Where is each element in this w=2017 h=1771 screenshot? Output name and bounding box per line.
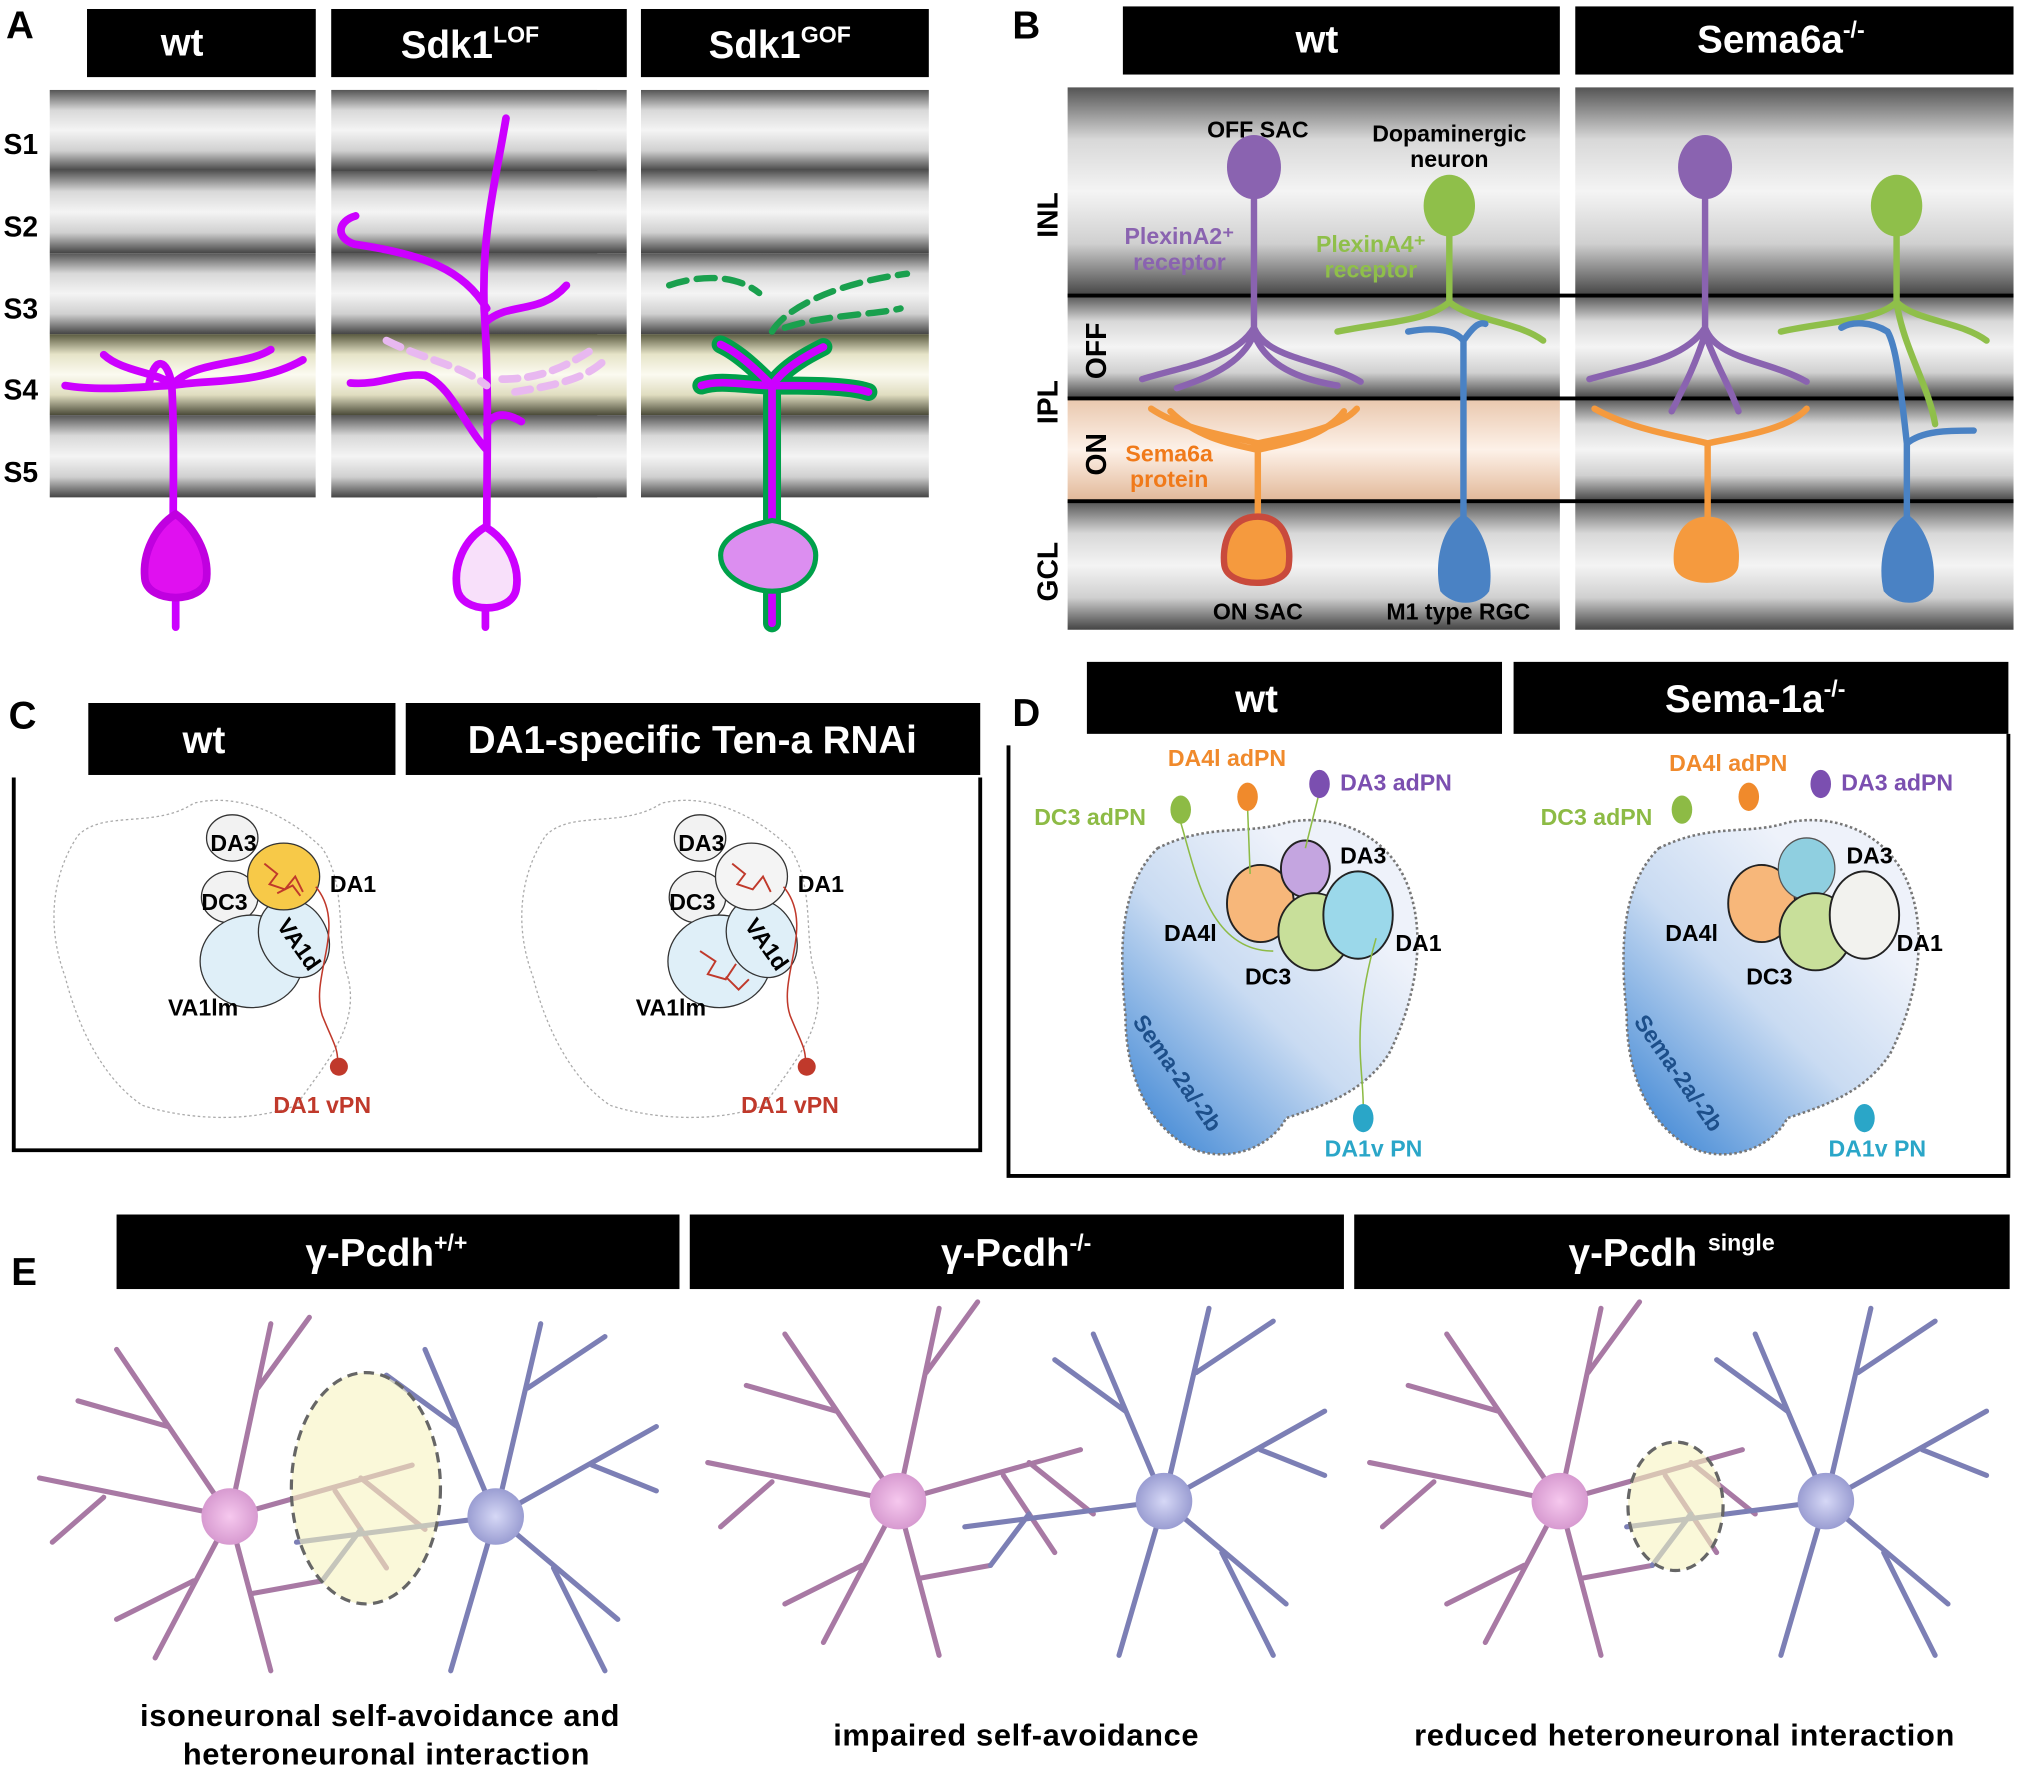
overlap-region <box>289 1370 443 1606</box>
label-da1: DA1 <box>1897 930 1943 956</box>
layer-inl: INL <box>1031 192 1063 238</box>
label-va1lm: VA1lm <box>168 994 238 1020</box>
layer-off: OFF <box>1080 323 1112 380</box>
panel-e: E γ-Pcdh+/+ γ-Pcdh-/- γ-Pcdh single ison… <box>11 1214 2010 1771</box>
label-da3: DA3 <box>210 830 256 856</box>
label-dc3: DC3 <box>1746 963 1792 989</box>
caption-single: reduced heteroneuronal interaction <box>1414 1717 1955 1752</box>
neuron-sdk1-lof <box>337 114 609 632</box>
label-dc3: DC3 <box>201 889 247 915</box>
layer-gcl: GCL <box>1031 542 1063 602</box>
label-dc3-adpn: DC3 adPN <box>1034 804 1146 830</box>
header-sema1a-ko: Sema-1a-/- <box>1665 676 1845 721</box>
header-pcdh-ko: γ-Pcdh-/- <box>941 1229 1091 1274</box>
label-dc3: DC3 <box>669 889 715 915</box>
label-plexina2-receptor: receptor <box>1133 249 1226 275</box>
label-dopaminergic: Dopaminergic <box>1372 120 1526 146</box>
panel-a-bands <box>49 83 929 502</box>
header-wt: wt <box>182 719 226 762</box>
label-off-sac: OFF SAC <box>1207 117 1309 143</box>
glomerulus-da1-wt <box>247 842 321 911</box>
layer-s5: S5 <box>3 456 38 488</box>
label-da4l: DA4l <box>1164 920 1217 946</box>
label-on-sac: ON SAC <box>1213 598 1303 624</box>
header-pcdh-single: γ-Pcdh single <box>1569 1229 1775 1274</box>
label-da1: DA1 <box>798 871 844 897</box>
antennal-lobe-rnai: DA3 DA1 DC3 VA1d VA1lm DA1 vPN <box>521 799 844 1119</box>
panel-label-d: D <box>1012 692 1040 735</box>
panel-label-b: B <box>1012 5 1040 48</box>
label-da1v-pn: DA1v PN <box>1828 1136 1926 1162</box>
panel-label-a: A <box>6 5 34 48</box>
label-neuron: neuron <box>1410 146 1488 172</box>
layer-s1: S1 <box>3 128 38 160</box>
layer-ipl: IPL <box>1031 380 1063 424</box>
label-plexina4: PlexinA4⁺ <box>1316 231 1426 257</box>
panel-b-layer-labels: INL OFF IPL ON GCL <box>1031 192 1112 601</box>
label-da3-adpn: DA3 adPN <box>1841 769 1953 795</box>
panel-a: A wt Sdk1LOF Sdk1GOF S1 <box>3 5 929 633</box>
label-da4l-adpn: DA4l adPN <box>1168 745 1286 771</box>
neuron-sdk1-gof <box>665 270 911 633</box>
caption-wt-line2: heteroneuronal interaction <box>183 1737 590 1771</box>
label-da3: DA3 <box>1846 843 1892 869</box>
label-da1v-pn: DA1v PN <box>1325 1136 1423 1162</box>
label-dc3-adpn: DC3 adPN <box>1541 804 1653 830</box>
layer-s4: S4 <box>3 374 38 406</box>
panel-b-neurons <box>1138 134 1990 603</box>
panel-label-c: C <box>9 695 37 738</box>
layer-s3: S3 <box>3 293 38 325</box>
label-da4l: DA4l <box>1665 920 1718 946</box>
label-da3: DA3 <box>678 830 724 856</box>
label-da3: DA3 <box>1340 843 1386 869</box>
panel-d: D wt Sema-1a-/- <box>1006 661 2011 1178</box>
label-da1-vpn: DA1 vPN <box>273 1092 371 1118</box>
panel-a-layer-labels: S1 S2 S3 S4 S5 <box>3 128 38 488</box>
layer-s2: S2 <box>3 210 38 242</box>
panel-b-bands <box>1067 87 2014 630</box>
soma-da1-vpn <box>329 1057 348 1076</box>
label-sema6a-protein: protein <box>1130 466 1208 492</box>
header-ten-a-rnai: DA1-specific Ten-a RNAi <box>468 719 917 762</box>
antennal-lobe-sema1a-ko <box>1622 769 1920 1156</box>
label-va1lm: VA1lm <box>636 994 706 1020</box>
neuron-pair-ko <box>708 1302 1325 1655</box>
panel-b-labels: OFF SAC Dopaminergic neuron PlexinA2⁺ re… <box>1124 117 1530 625</box>
label-sema6a: Sema6a <box>1125 440 1214 466</box>
neuron-pair-single <box>1370 1302 1987 1655</box>
label-da3-adpn: DA3 adPN <box>1340 769 1452 795</box>
header-sema6a-ko: Sema6a-/- <box>1697 16 1865 61</box>
panel-label-e: E <box>11 1251 37 1294</box>
label-da1: DA1 <box>330 871 376 897</box>
header-pcdh-wt: γ-Pcdh+/+ <box>305 1229 467 1274</box>
header-sdk1-lof: Sdk1LOF <box>401 21 539 66</box>
label-plexina2: PlexinA2⁺ <box>1124 223 1234 249</box>
neuron-wt <box>61 345 307 632</box>
panel-b: B wt Sema6a-/- INL OFF IPL ON GCL <box>1012 5 2014 630</box>
label-da1-vpn: DA1 vPN <box>741 1092 839 1118</box>
label-da1: DA1 <box>1395 930 1441 956</box>
header-wt: wt <box>160 21 204 64</box>
label-m1-rgc: M1 type RGC <box>1386 598 1530 624</box>
overlap-region-small <box>1626 1440 1725 1573</box>
panel-c: C wt DA1-specific Ten-a RNAi DA3 DA1 DC3… <box>9 695 983 1153</box>
label-dc3: DC3 <box>1245 963 1291 989</box>
header-wt: wt <box>1234 678 1278 721</box>
label-da4l-adpn: DA4l adPN <box>1669 750 1787 776</box>
label-plexina4-receptor: receptor <box>1325 257 1418 283</box>
header-wt: wt <box>1295 19 1339 62</box>
layer-on: ON <box>1080 433 1112 475</box>
panel-a-headers: wt Sdk1LOF Sdk1GOF <box>87 8 929 78</box>
antennal-lobe-wt <box>1170 769 1394 1133</box>
header-sdk1-gof: Sdk1GOF <box>709 21 851 66</box>
caption-wt-line1: isoneuronal self-avoidance and <box>140 1698 620 1733</box>
caption-ko: impaired self-avoidance <box>833 1717 1199 1752</box>
